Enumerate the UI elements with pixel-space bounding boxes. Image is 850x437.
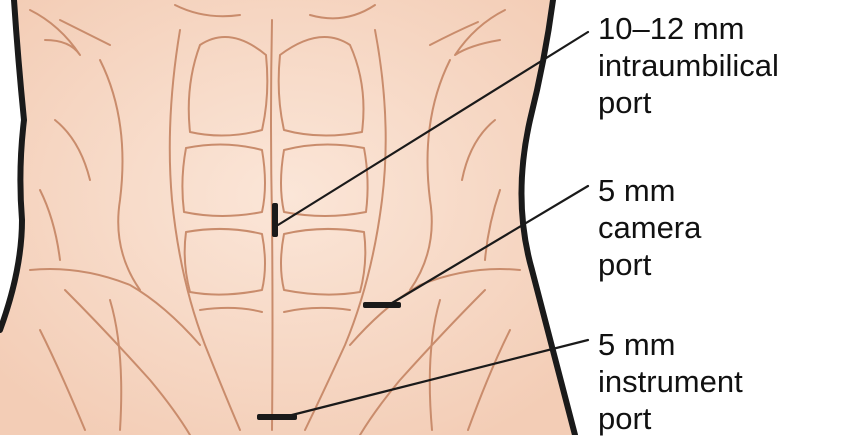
label-line: camera: [598, 209, 701, 246]
label-line: port: [598, 400, 743, 437]
torso-skin: [0, 0, 575, 435]
umbilical-port-label: 10–12 mm intraumbilical port: [598, 10, 779, 121]
label-line: 5 mm: [598, 172, 701, 209]
camera-port-mark: [363, 302, 401, 308]
label-line: 5 mm: [598, 326, 743, 363]
label-line: instrument: [598, 363, 743, 400]
umbilical-port-mark: [272, 203, 278, 237]
label-line: intraumbilical: [598, 47, 779, 84]
label-line: port: [598, 246, 701, 283]
label-line: 10–12 mm: [598, 10, 779, 47]
instrument-port-label: 5 mm instrument port: [598, 326, 743, 437]
label-line: port: [598, 84, 779, 121]
camera-port-label: 5 mm camera port: [598, 172, 701, 283]
